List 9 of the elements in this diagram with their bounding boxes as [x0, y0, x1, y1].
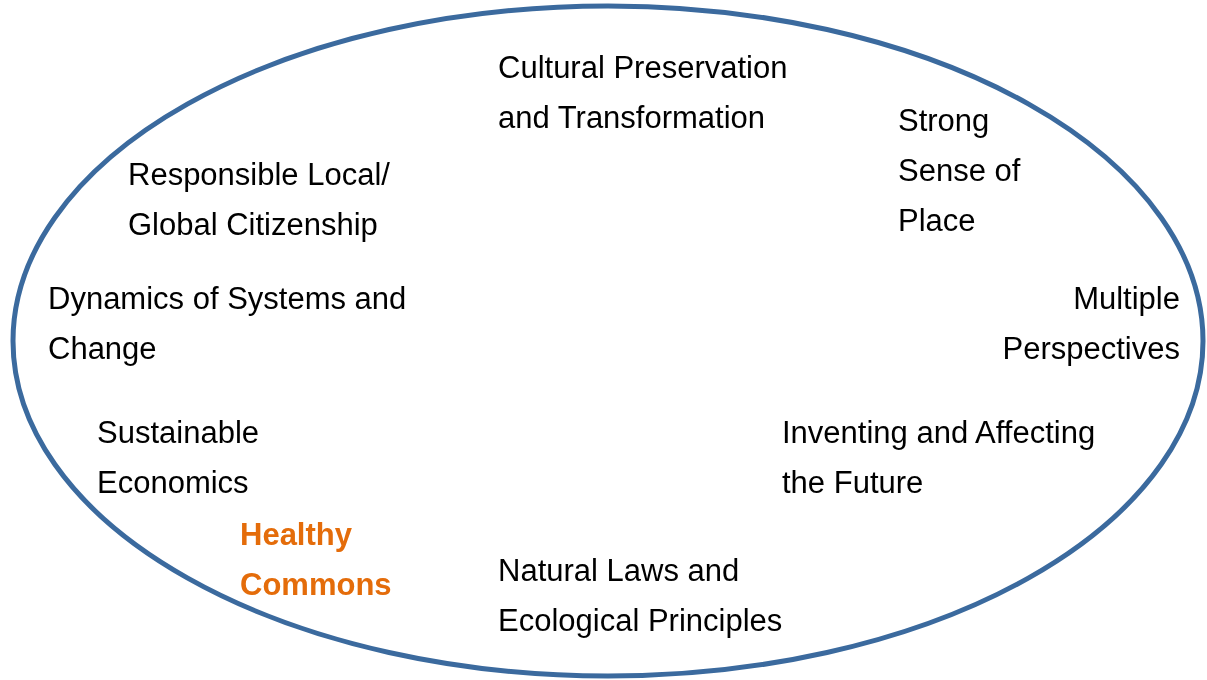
concept-label: Strong Sense of Place [898, 102, 1022, 240]
concept-label: Cultural Preservation and Transformation [498, 49, 789, 137]
concept-label: Responsible Local/ Global Citizenship [128, 156, 391, 244]
highlighted-concept-label: Healthy Commons [240, 516, 393, 604]
concept-label: Multiple Perspectives [1001, 280, 1180, 368]
concept-label: Dynamics of Systems and Change [48, 280, 408, 368]
concept-label: Inventing and Affecting the Future [782, 414, 1097, 502]
concept-label: Sustainable Economics [97, 414, 260, 502]
concept-label: Natural Laws and Ecological Principles [498, 552, 784, 640]
